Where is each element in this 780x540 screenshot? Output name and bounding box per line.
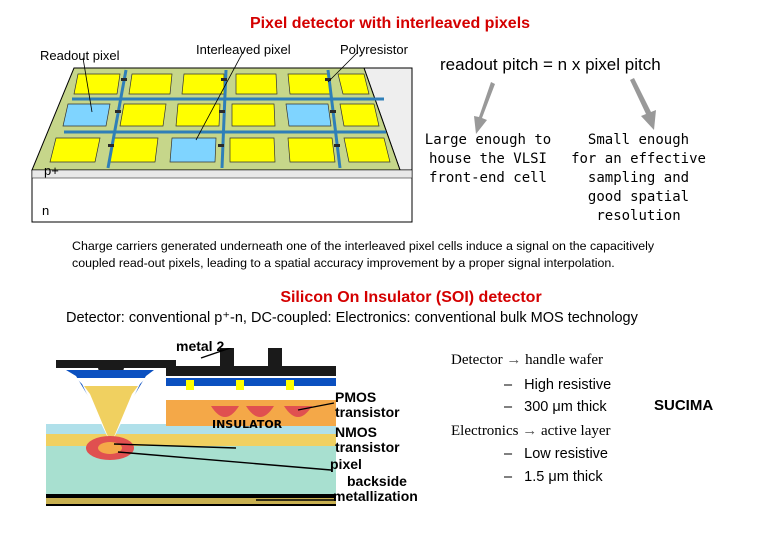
- pixel-detector-diagram: [31, 52, 413, 223]
- interleaved-pixel-label: Interleaved pixel: [196, 42, 291, 57]
- p-plus-label: p+: [44, 163, 59, 178]
- backside-metallization-label: backside metallization: [333, 473, 418, 504]
- description-paragraph: Charge carriers generated underneath one…: [72, 239, 655, 270]
- metal2-label: metal 2: [176, 338, 225, 354]
- top-title: Pixel detector with interleaved pixels: [249, 15, 531, 32]
- sucima-label: SUCIMA: [654, 397, 714, 414]
- nmos-label: NMOS transistor: [335, 424, 400, 455]
- pmos-label: PMOS transistor: [335, 389, 400, 420]
- soi-cross-section: [46, 348, 336, 513]
- soi-subtitle: Detector: conventional p⁺-n, DC-coupled:…: [66, 310, 638, 326]
- electronics-active-layer: Electronics → active layer: [451, 423, 611, 439]
- polyresistor-marks: [108, 78, 340, 147]
- detector-handle-wafer: Detector → handle wafer: [451, 352, 604, 368]
- arrow-right-icon: →: [522, 423, 538, 439]
- n-label: n: [42, 203, 50, 218]
- formula-arrows: [474, 78, 656, 134]
- soi-title: Silicon On Insulator (SOI) detector: [280, 289, 542, 306]
- electronics-item-1: – Low resistive: [504, 446, 608, 462]
- detector-item-1: – High resistive: [504, 377, 612, 393]
- pixel-pads: [49, 73, 391, 163]
- note-small-enough: Small enough for an effective sampling a…: [571, 132, 706, 224]
- insulator-label: INSULATOR: [212, 418, 283, 431]
- note-large-enough: Large enough to house the VLSI front-end…: [424, 132, 552, 186]
- arrow-right-icon: →: [506, 352, 522, 368]
- readout-pixel-label: Readout pixel: [40, 48, 120, 63]
- pitch-formula: readout pitch = n x pixel pitch: [440, 55, 661, 74]
- detector-item-2: – 300 μm thick: [504, 399, 607, 415]
- electronics-item-2: – 1.5 μm thick: [504, 469, 603, 485]
- readout-strips: [64, 69, 386, 169]
- pixel-label: pixel: [330, 456, 362, 472]
